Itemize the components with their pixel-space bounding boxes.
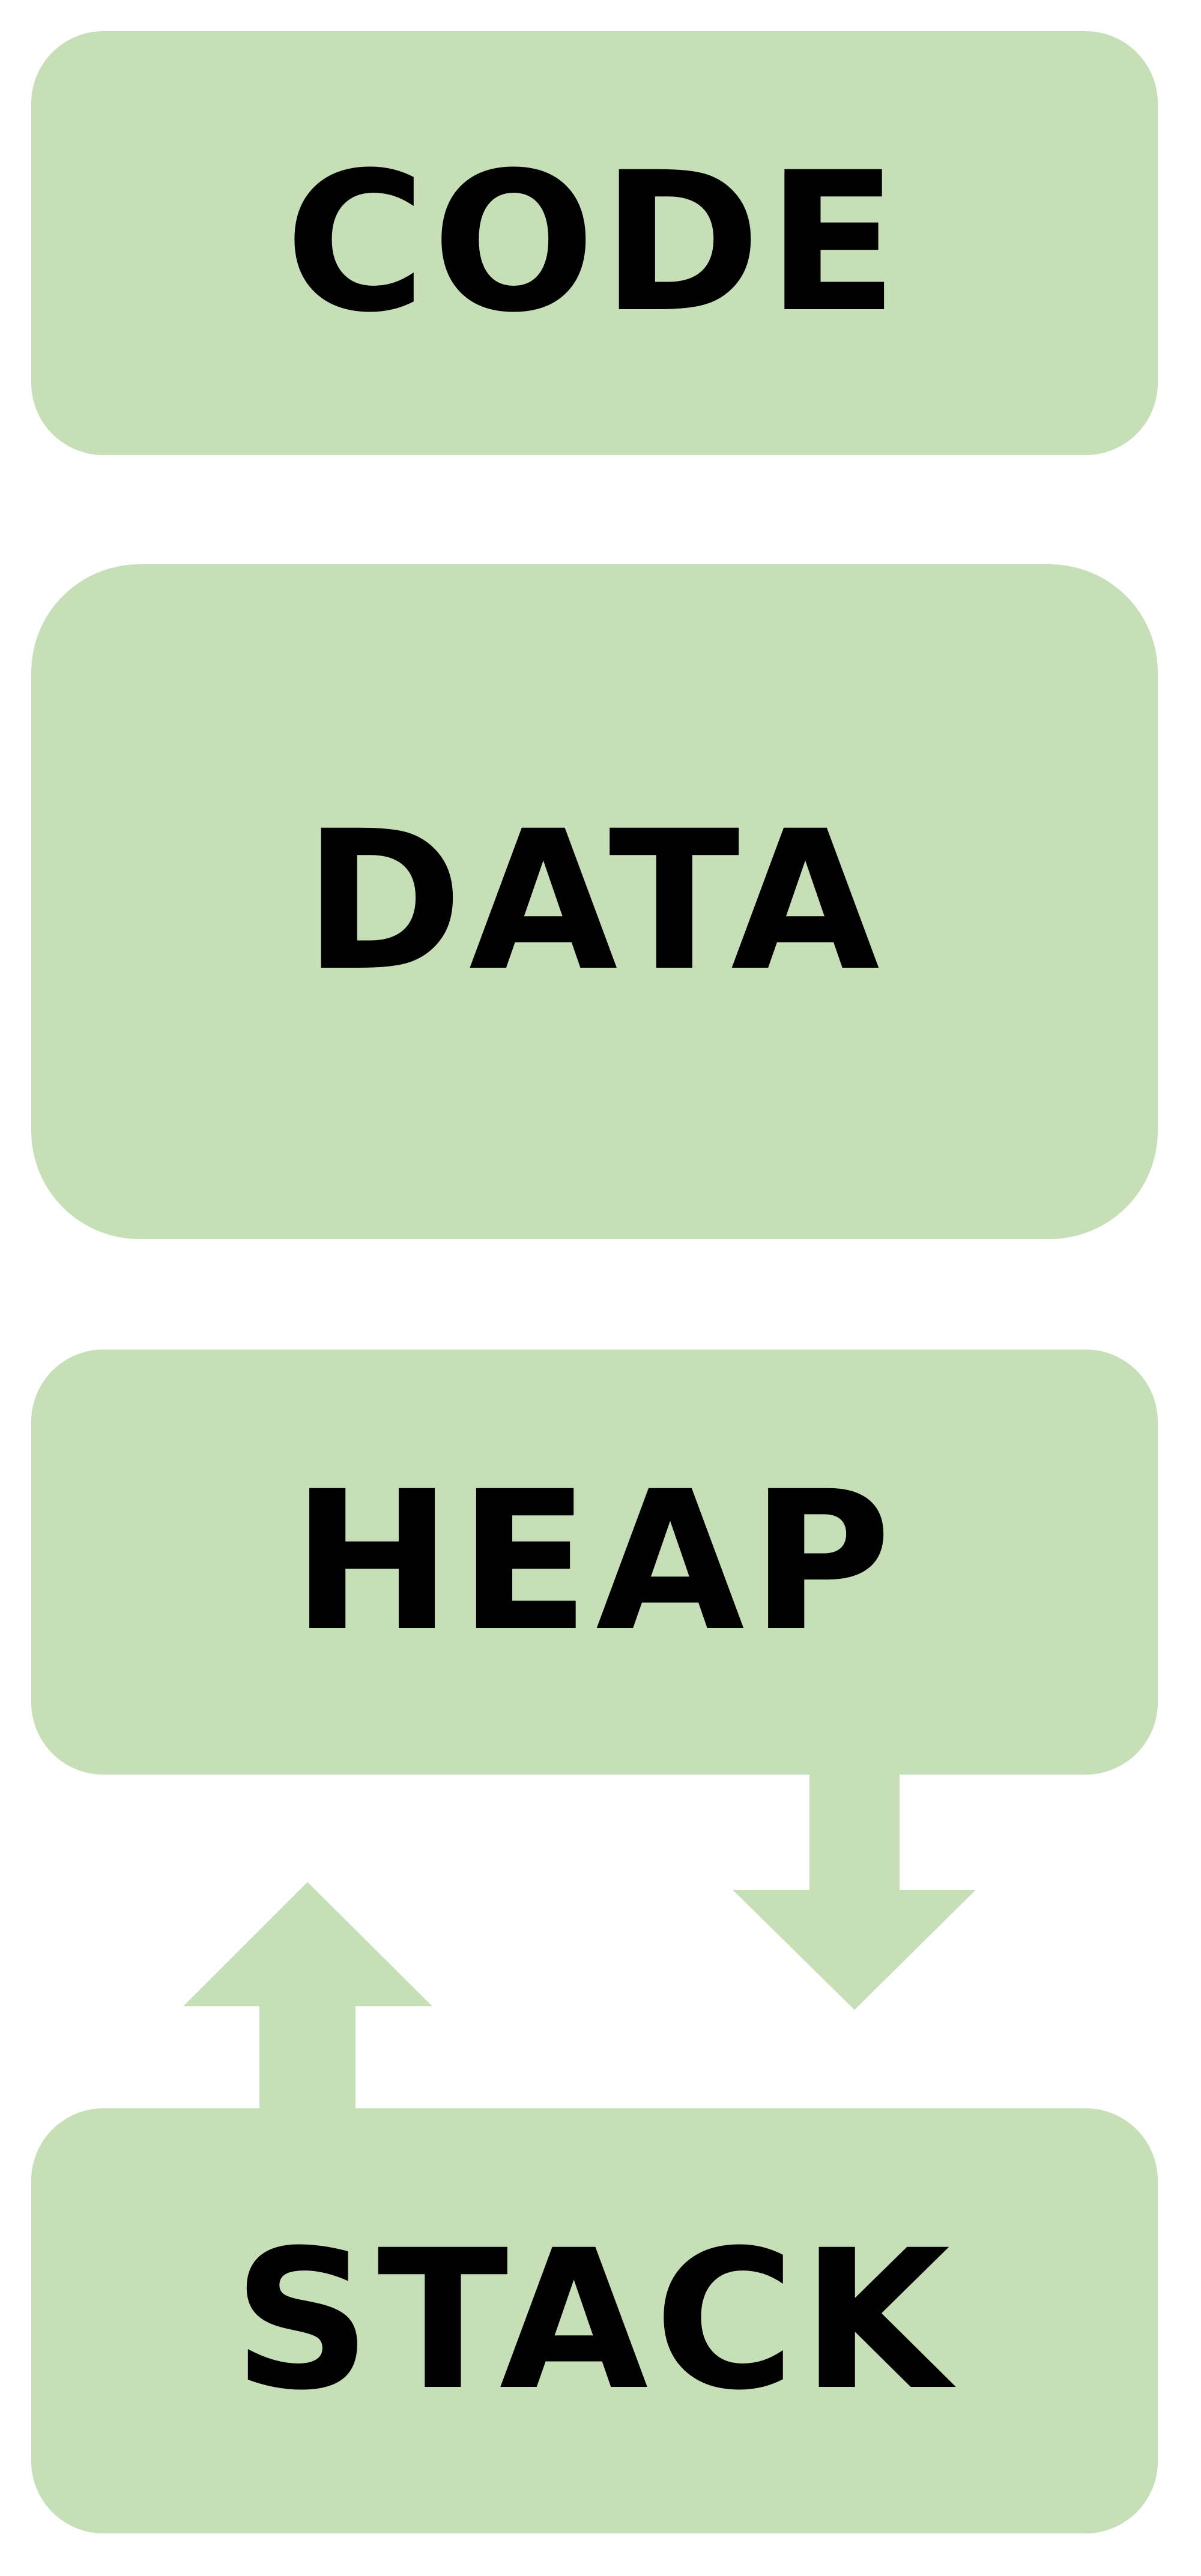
- stack-segment-label: STACK: [232, 2209, 957, 2433]
- heap-grows-down-arrow-icon: [733, 1771, 976, 2010]
- heap-segment-label: HEAP: [291, 1450, 898, 1674]
- stack-segment-block: STACK: [31, 2108, 1158, 2533]
- data-segment-label: DATA: [303, 790, 886, 1013]
- data-segment-block: DATA: [31, 564, 1158, 1239]
- code-segment-block: CODE: [31, 31, 1158, 455]
- code-segment-label: CODE: [285, 131, 904, 355]
- heap-segment-block: HEAP: [31, 1350, 1158, 1775]
- stack-grows-up-arrow-icon: [183, 1882, 432, 2112]
